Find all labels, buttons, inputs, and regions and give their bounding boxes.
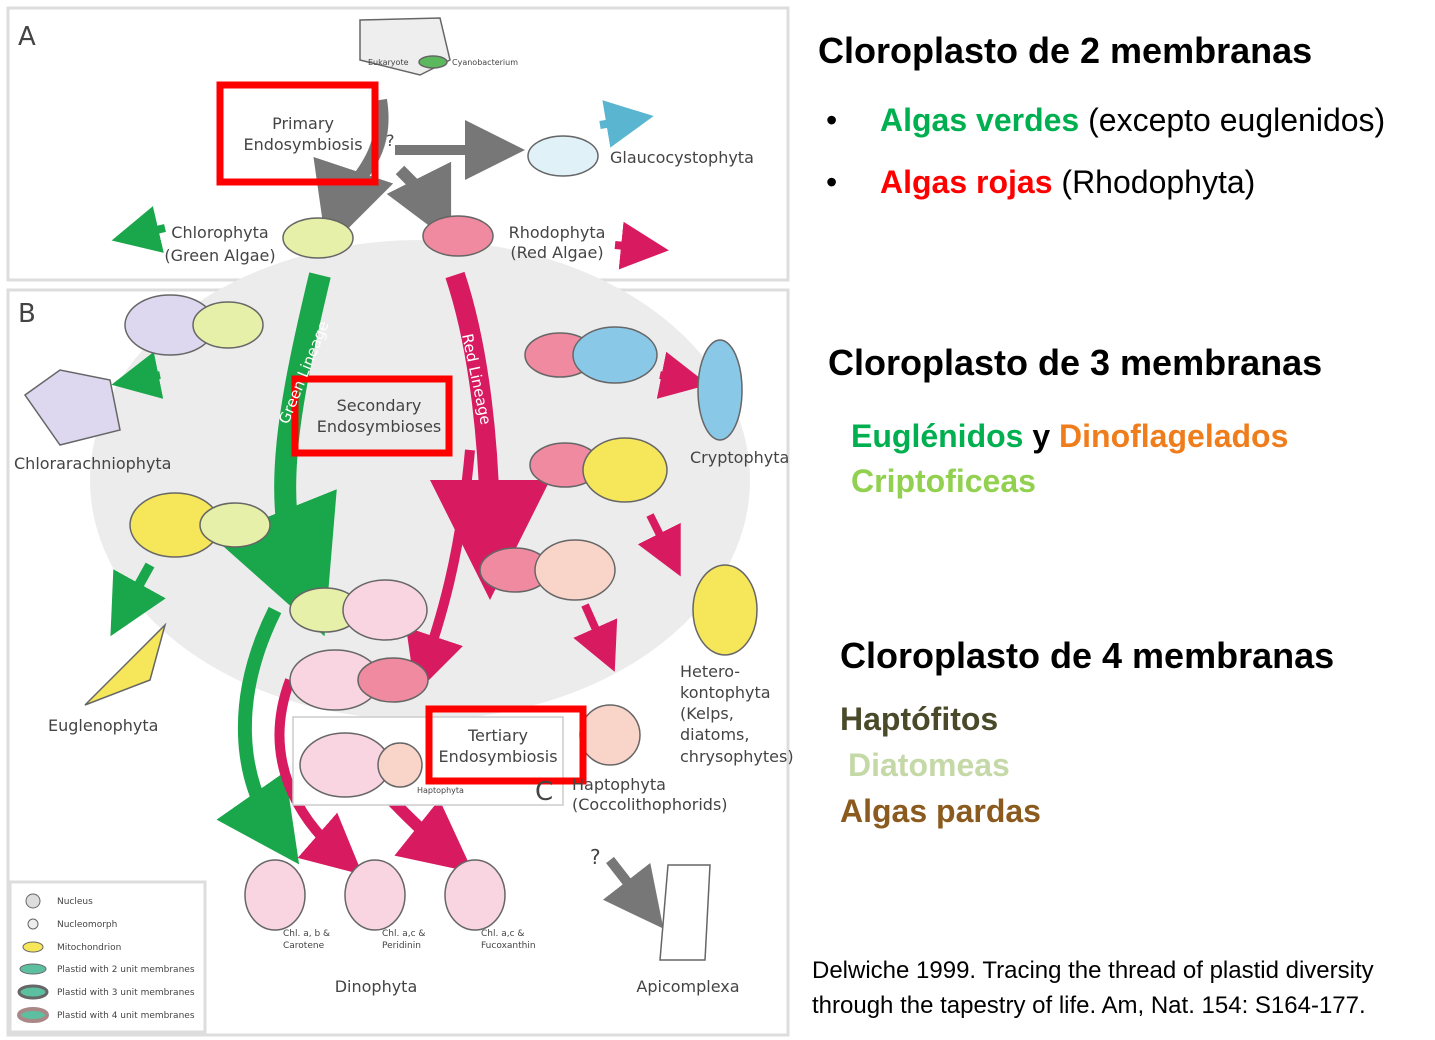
haptophyta-label: Haptophyta — [572, 775, 666, 794]
question-mark: ? — [386, 131, 395, 150]
heading-4-membranes: Cloroplasto de 4 membranas — [840, 635, 1335, 676]
three-membrane-groups: Euglénidos y Dinoflagelados — [851, 418, 1288, 455]
primary-highlight-box — [216, 81, 379, 186]
glaucocystophyta-label: Glaucocystophyta — [610, 148, 754, 167]
legend-entry: Plastid with 3 unit membranes — [57, 988, 195, 998]
haptophyta-label: (Coccolithophorids) — [572, 795, 728, 814]
bullet: • — [826, 102, 838, 138]
chlorophyta-label: Chlorophyta — [171, 223, 268, 242]
primary-label: Endosymbiosis — [243, 135, 362, 154]
pigment-label: Fucoxanthin — [481, 941, 536, 951]
svg-text:diatoms,: diatoms, — [680, 725, 749, 744]
citation-line: Delwiche 1999. Tracing the thread of pla… — [812, 957, 1374, 984]
pigment-label: Chl. a,c & — [382, 929, 425, 939]
heading-2-membranes: Cloroplasto de 2 membranas — [818, 30, 1313, 71]
secondary-label: Secondary — [337, 396, 422, 415]
red-algae-line: Algas rojas (Rhodophyta) — [880, 164, 1255, 201]
cryptophyta-label: Cryptophyta — [690, 448, 789, 467]
panel-c-label: C — [535, 777, 553, 807]
chlorophyta-label: (Green Algae) — [164, 246, 275, 265]
legend-entry: Nucleus — [57, 897, 93, 907]
secondary-highlight-box — [291, 375, 453, 457]
criptoficeas-label: Criptoficeas — [851, 463, 1036, 499]
panel-a-label: A — [18, 22, 36, 52]
red-algae-label: Algas rojas — [880, 164, 1053, 200]
green-algae-label: Algas verdes — [880, 102, 1080, 138]
haptofitos-label: Haptófitos — [840, 701, 999, 737]
highlight-boxes — [216, 81, 587, 785]
rhodophyta-label: Rhodophyta — [509, 223, 606, 242]
legend-entries: Nucleus Nucleomorph Mitochondrion Plasti… — [57, 897, 195, 1021]
svg-text:kontophyta: kontophyta — [680, 683, 771, 702]
plastid-evolution-diagram: A B C Eukaryote Cyanobacterium Primary E… — [6, 6, 794, 1037]
eukaryote-label: Eukaryote — [368, 58, 409, 67]
panel-b-label: B — [18, 299, 36, 329]
pigment-label: Carotene — [283, 941, 325, 951]
haptophyta-small-label: Haptophyta — [417, 786, 464, 795]
dinophyta-label: Dinophyta — [335, 977, 418, 996]
citation-line: through the tapestry of life. Am, Nat. 1… — [812, 992, 1366, 1019]
legend-entry: Nucleomorph — [57, 920, 117, 930]
tertiary-label: Tertiary — [467, 726, 528, 745]
euglenidos-label: Euglénidos — [851, 418, 1024, 454]
red-algae-note: (Rhodophyta) — [1052, 164, 1256, 200]
red-lineage-arrow — [429, 271, 550, 600]
legend-entry: Plastid with 2 unit membranes — [57, 965, 195, 975]
green-lineage-arrow — [214, 272, 337, 637]
legend-entry: Plastid with 4 unit membranes — [57, 1011, 195, 1021]
secondary-label: Endosymbioses — [317, 417, 442, 436]
cyanobacterium-label: Cyanobacterium — [452, 58, 518, 67]
diatomeas-label: Diatomeas — [848, 747, 1010, 783]
green-algae-line: Algas verdes (excepto euglenidos) — [880, 102, 1385, 139]
question-mark: ? — [590, 845, 601, 869]
heading-3-membranes: Cloroplasto de 3 membranas — [828, 342, 1323, 383]
pigment-label: Chl. a,c & — [481, 929, 524, 939]
citation: Delwiche 1999. Tracing the thread of pla… — [812, 953, 1374, 1023]
heterokontophyta-label: Hetero- kontophyta (Kelps, diatoms, chry… — [680, 662, 794, 766]
rhodophyta-label: (Red Algae) — [510, 243, 603, 262]
pigment-label: Peridinin — [382, 941, 421, 951]
apicomplexa-label: Apicomplexa — [636, 977, 739, 996]
svg-text:(Kelps,: (Kelps, — [680, 704, 734, 723]
svg-text:Hetero-: Hetero- — [680, 662, 740, 681]
pigment-label: Chl. a, b & — [283, 929, 330, 939]
legend-entry: Mitochondrion — [57, 943, 121, 953]
green-algae-note: (excepto euglenidos) — [1079, 102, 1386, 138]
primary-label: Primary — [272, 114, 334, 133]
legend-box — [8, 880, 207, 1034]
tertiary-label: Endosymbiosis — [438, 747, 557, 766]
svg-text:chrysophytes): chrysophytes) — [680, 747, 794, 766]
dinoflagelados-label: Dinoflagelados — [1059, 418, 1289, 454]
conjunction: y — [1023, 418, 1060, 454]
tertiary-highlight-box — [425, 705, 587, 785]
chlorarachniophyta-label: Chlorarachniophyta — [14, 454, 171, 473]
bullet: • — [826, 164, 838, 200]
algas-pardas-label: Algas pardas — [840, 793, 1041, 829]
euglenophyta-label: Euglenophyta — [48, 716, 158, 735]
